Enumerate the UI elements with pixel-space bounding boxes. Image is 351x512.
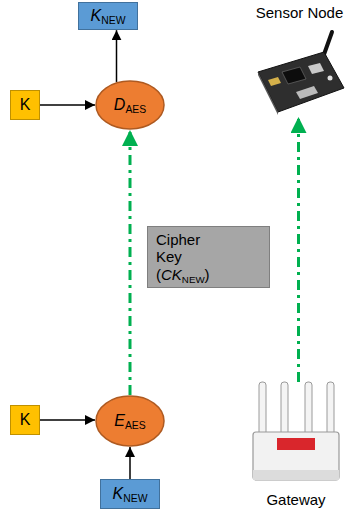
data-flow-arrow [129,447,131,479]
node-label: K [20,96,31,114]
node-label: KNEW [113,485,148,503]
node-label: KNEW [91,7,126,25]
sensor-node-figure: Sensor Node [252,4,347,117]
figure-label: Sensor Node [256,4,344,21]
data-flow-arrow [40,104,95,106]
node-label: Cipher Key (CKNEW) [156,231,226,283]
figure-label: Gateway [266,491,325,508]
sensor-board-icon [258,32,344,115]
header-pins [296,86,318,99]
key-box: KNEW [100,479,160,509]
sensor-node-illustration [252,30,347,117]
key-box: K [10,405,40,435]
ellipse-shape [96,396,164,446]
data-flow-arrow [40,419,95,421]
gateway-router-icon [253,382,339,480]
wireless-link-arrow [129,130,132,395]
wireless-link-arrow [297,117,300,382]
connector-block [308,63,324,74]
encrypt-ellipse: EAES [95,395,165,447]
gateway-figure: Gateway [247,382,345,508]
decrypt-ellipse: DAES [95,80,165,130]
antenna [259,382,266,436]
antenna [281,382,288,436]
cipher-key-box: Cipher Key (CKNEW) [147,226,270,288]
led [328,76,333,81]
node-label: EAES [114,412,145,430]
component [268,77,281,86]
router-base [253,470,339,480]
antenna [305,382,312,436]
circuit-board [258,52,344,112]
chip [282,67,306,84]
ellipse-shape [96,81,164,129]
gateway-illustration [247,382,345,486]
node-label: K [20,411,31,429]
router-panel [277,438,315,450]
key-box: K [10,90,40,120]
node-label: DAES [114,96,146,114]
antenna [327,382,334,436]
router-body [253,432,339,480]
key-box: KNEW [78,2,138,30]
data-flow-arrow [116,30,118,82]
